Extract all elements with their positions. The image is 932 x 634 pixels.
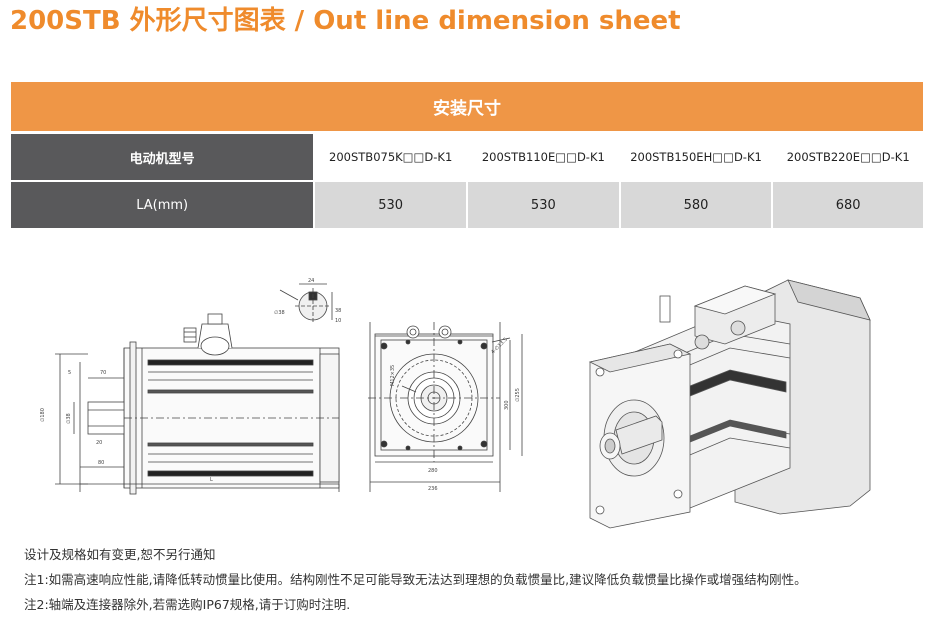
note-2: 注2:轴端及连接器除外,若需选购IP67规格,请于订购时注明. (24, 597, 351, 612)
front-dim-280: 280 (428, 468, 438, 474)
shaft-section-drawing (279, 283, 333, 324)
la-cell: 530 (315, 182, 466, 228)
front-dim-236: 236 (428, 486, 438, 492)
dim-label-d38: ∅38 (66, 413, 72, 424)
notes-section: 设计及规格如有变更,恕不另行通知 注1:如需高速响应性能,请降低转动惯量比使用。… (24, 545, 924, 620)
note-1: 注1:如需高速响应性能,请降低转动惯量比使用。结构刚性不足可能导致无法达到理想的… (24, 572, 807, 587)
note-disclaimer: 设计及规格如有变更,恕不另行通知 (24, 547, 216, 562)
shaft-dim-24: 24 (308, 278, 314, 284)
front-view-drawing (368, 322, 523, 492)
page-title: 200STB 外形尺寸图表 / Out line dimension sheet (10, 6, 681, 36)
shaft-dim-d38: ∅38 (274, 310, 285, 316)
table-row-la: LA(mm) 530 530 580 680 (11, 182, 924, 228)
front-dim-300: 300 (504, 400, 510, 410)
dim-label-70: 70 (100, 370, 106, 376)
dim-label-l: L (210, 477, 213, 483)
table-banner: 安装尺寸 (11, 82, 923, 134)
dimension-drawings: L 80 5 70 20 ∅180 ∅38 24 38 10 ∅38 (30, 262, 910, 532)
dim-label-5: 5 (68, 370, 71, 376)
dim-label-20: 20 (96, 440, 102, 446)
dim-label-80: 80 (98, 460, 104, 466)
model-cell: 200STB110E□□D-K1 (468, 134, 619, 180)
row-header-model: 电动机型号 (11, 134, 314, 180)
table-row-model: 电动机型号 200STB075K□□D-K1 200STB110E□□D-K1 … (11, 134, 924, 180)
dim-label-d180: ∅180 (40, 408, 46, 422)
model-cell: 200STB220E□□D-K1 (773, 134, 924, 180)
la-cell: 680 (773, 182, 924, 228)
la-cell: 530 (468, 182, 619, 228)
la-cell: 580 (620, 182, 772, 228)
model-cell: 200STB075K□□D-K1 (315, 134, 466, 180)
side-view-drawing (55, 313, 340, 495)
shaft-dim-10: 10 (335, 318, 341, 324)
shaft-dim-38: 38 (335, 308, 341, 314)
dimension-table: 安装尺寸 电动机型号 200STB075K□□D-K1 200STB110E□□… (11, 82, 924, 230)
row-header-la: LA(mm) (11, 182, 314, 228)
motor-3d-illustration (588, 279, 871, 529)
drawing-svg: L 80 5 70 20 ∅180 ∅38 24 38 10 ∅38 (40, 278, 871, 529)
model-cell: 200STB150EH□□D-K1 (620, 134, 772, 180)
front-dim-d255: ∅255 (515, 388, 521, 402)
front-dim-thread: M12×35 (390, 365, 396, 386)
